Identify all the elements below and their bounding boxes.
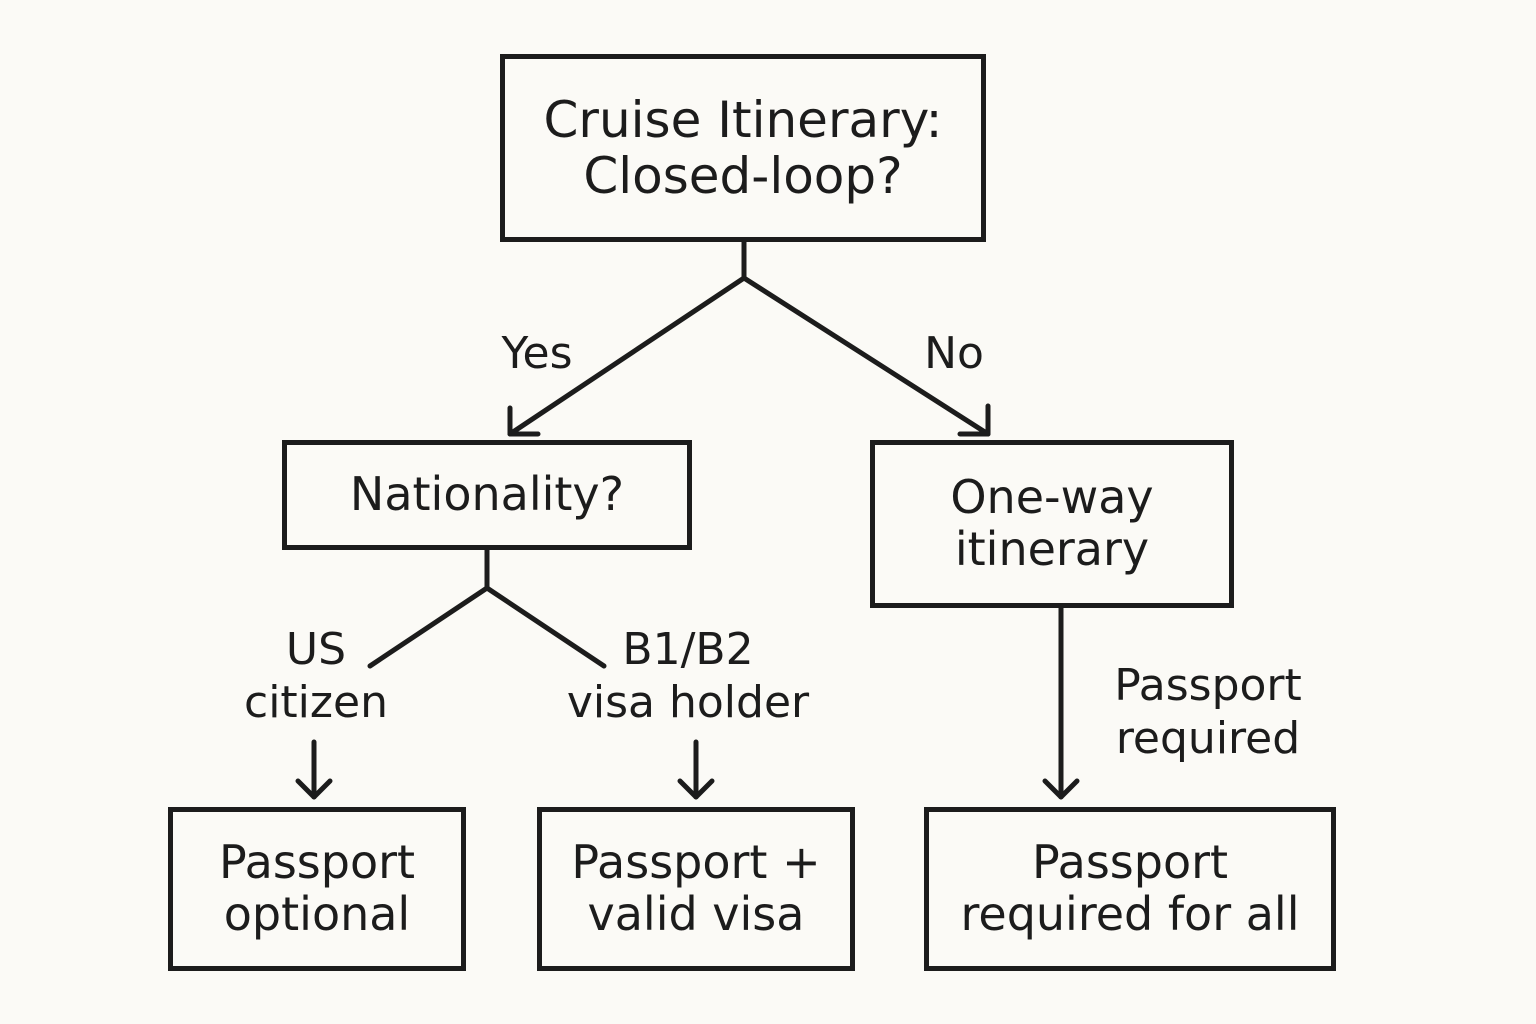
arrowhead-no: [957, 403, 991, 437]
edge-label-yes: Yes: [501, 328, 573, 379]
edge-label-passport-required: Passport required: [1090, 660, 1326, 766]
edge-label-text: Passport: [1114, 660, 1302, 711]
decision-closed-loop: Cruise Itinerary: Closed-loop?: [500, 54, 986, 242]
node-text: Nationality?: [349, 467, 625, 522]
edge-label-text: B1/B2: [622, 624, 754, 675]
node-text: Passport: [1031, 835, 1229, 890]
arrowhead-oneway-to-all: [1042, 778, 1080, 800]
outcome-passport-optional: Passport optional: [168, 807, 466, 971]
node-text: Cruise Itinerary:: [543, 91, 943, 149]
edge-label-no: No: [924, 328, 984, 379]
arrowhead-b1b2-to-visa: [677, 778, 715, 800]
connector-no-branch: [741, 275, 991, 437]
node-one-way-itinerary: One-way itinerary: [870, 440, 1234, 608]
node-text: valid visa: [587, 887, 805, 941]
node-text: itinerary: [954, 522, 1150, 576]
arrowhead-us-to-optional: [295, 778, 333, 800]
edge-label-text: US: [285, 624, 347, 675]
edge-label-text: citizen: [244, 676, 388, 728]
edge-label-b1b2-visa-holder: B1/B2 visa holder: [548, 624, 828, 730]
node-text: optional: [223, 887, 411, 941]
decision-nationality: Nationality?: [282, 440, 692, 550]
connector-b1b2-branch: [484, 585, 607, 669]
outcome-passport-required-all: Passport required for all: [924, 807, 1336, 971]
outcome-passport-visa: Passport + valid visa: [537, 807, 855, 971]
connector-us-branch: [367, 585, 490, 669]
node-text: required for all: [960, 887, 1300, 941]
node-text: Passport +: [571, 835, 821, 890]
edge-label-text: required: [1115, 712, 1301, 764]
connector-yes-branch: [507, 275, 747, 437]
node-text: One-way: [950, 470, 1154, 525]
edge-label-text: visa holder: [566, 676, 810, 728]
node-text: Closed-loop?: [583, 147, 903, 205]
arrowhead-yes: [507, 405, 541, 437]
edge-label-us-citizen: US citizen: [226, 624, 406, 730]
node-text: Passport: [218, 835, 416, 890]
